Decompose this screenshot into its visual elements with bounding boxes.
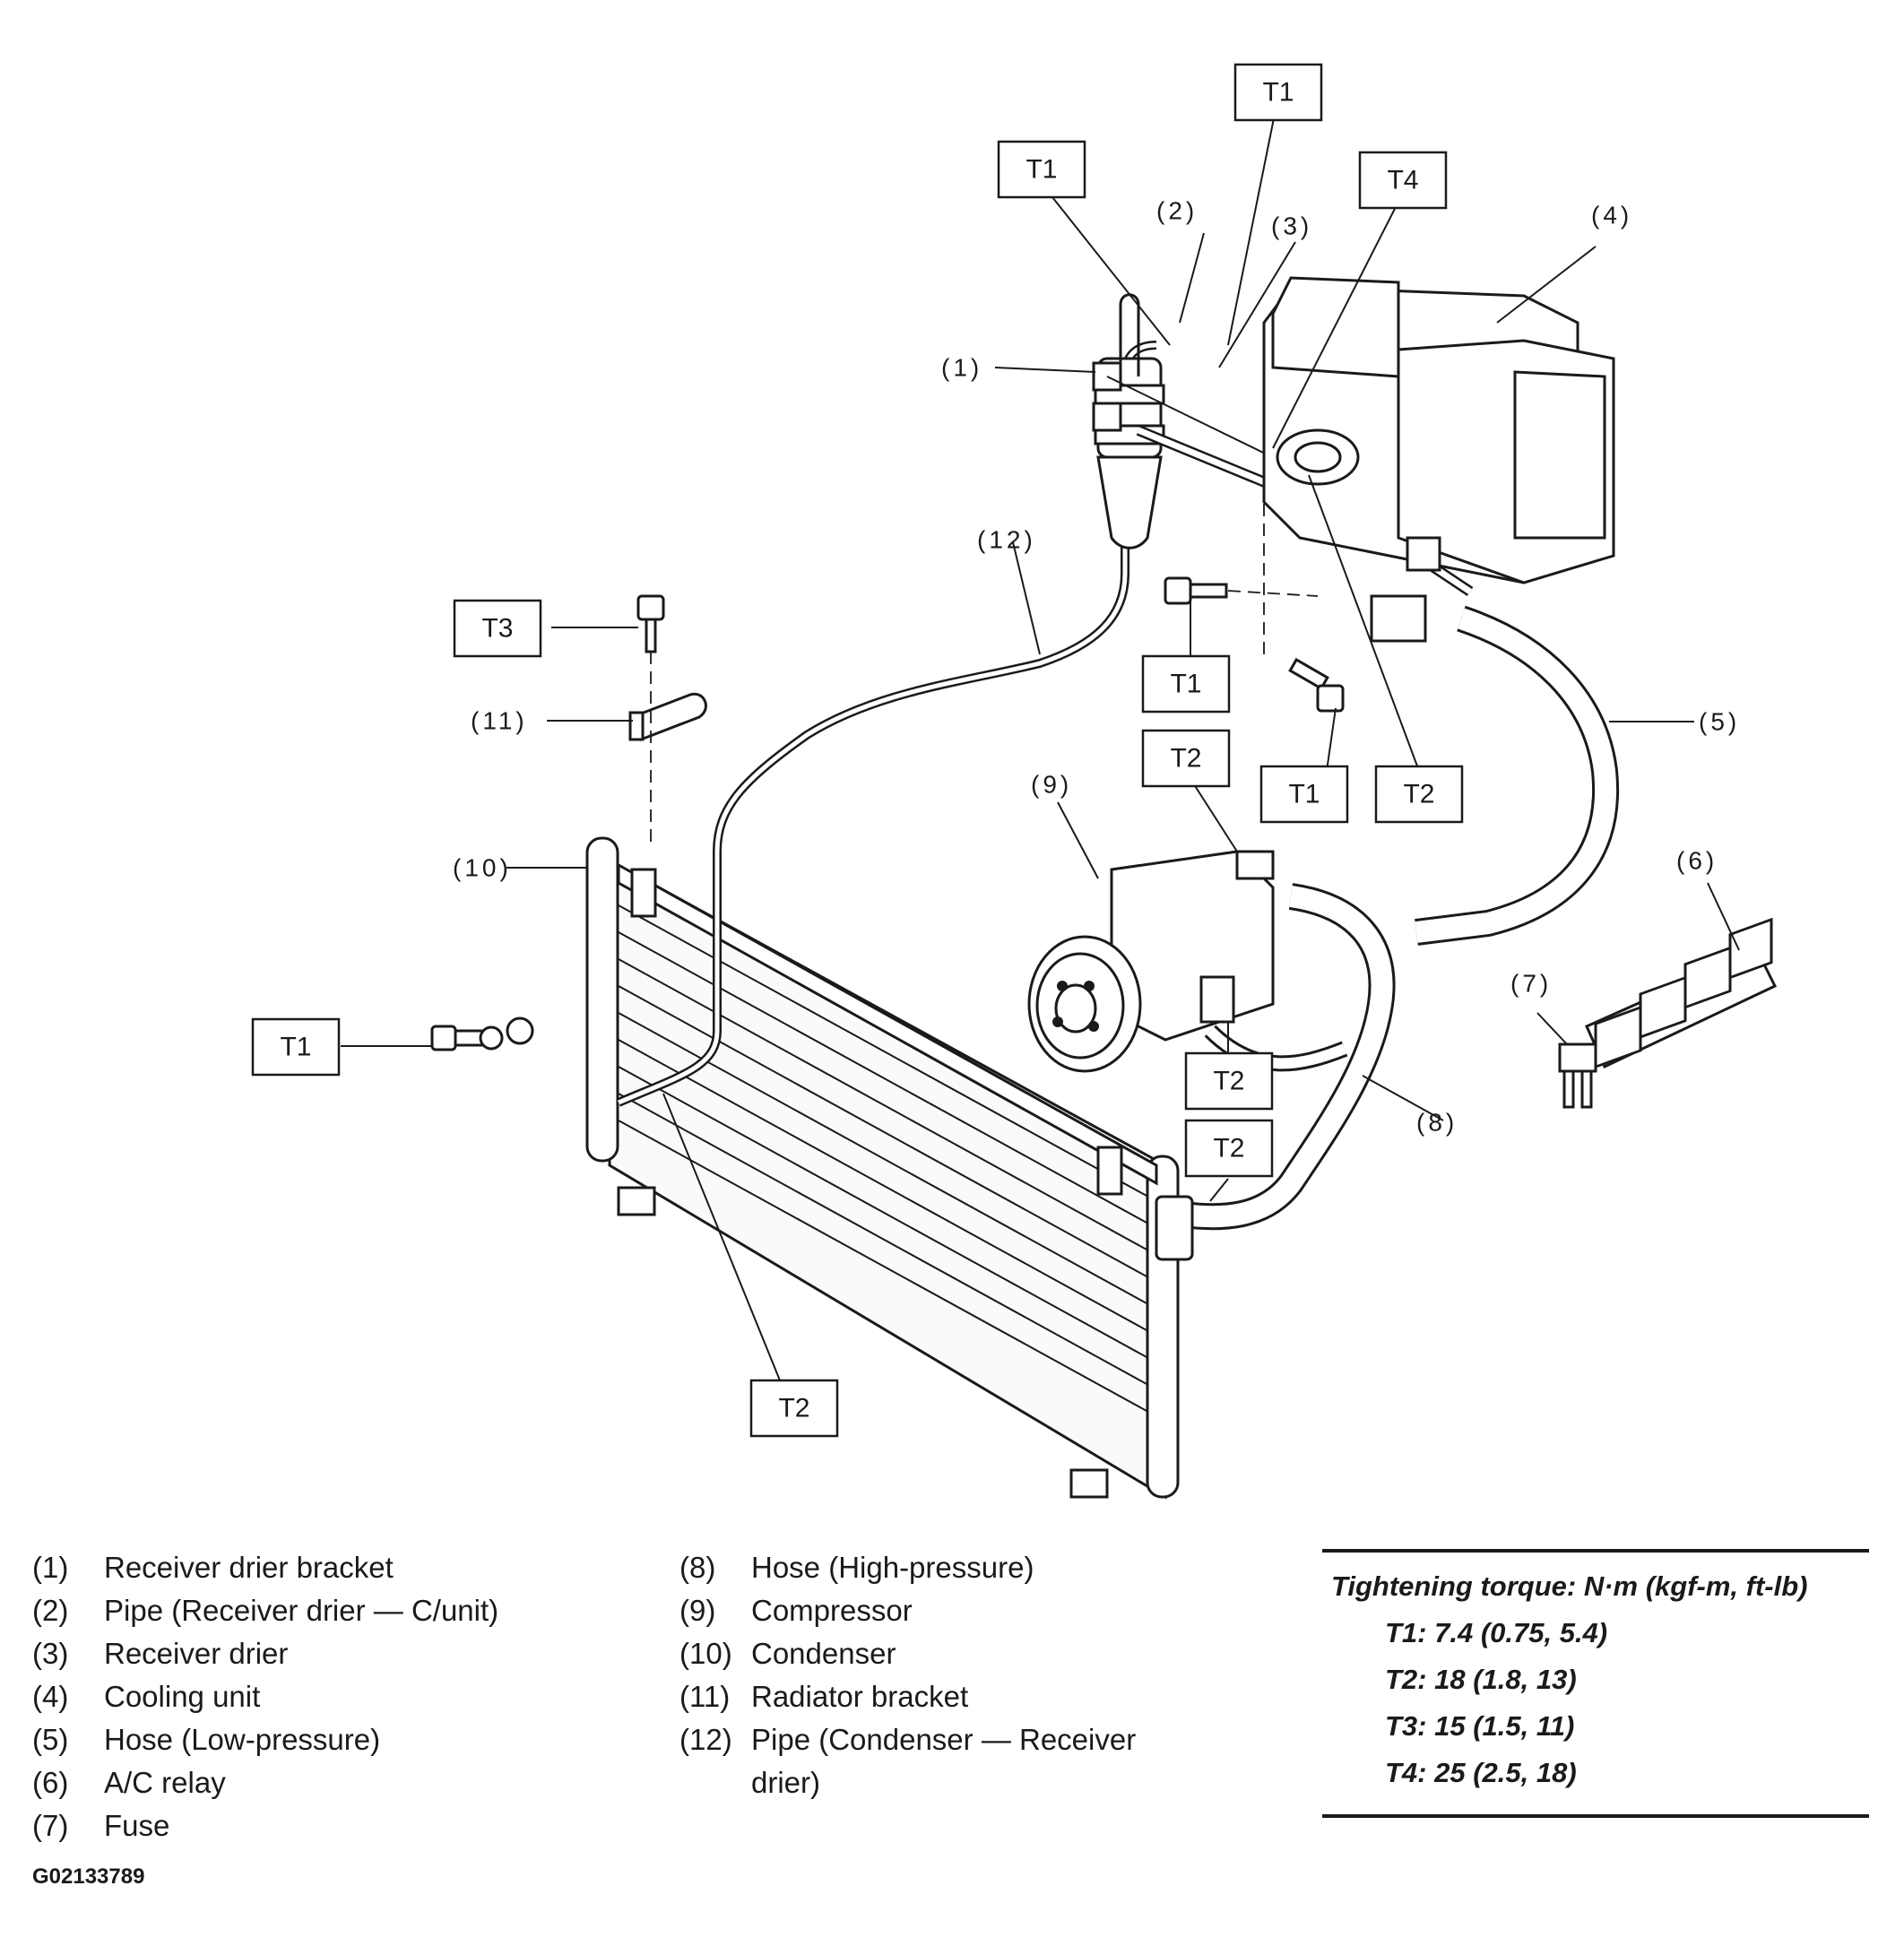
part-number-5: (5) <box>1699 708 1740 736</box>
legend-item: (6)A/C relay <box>32 1766 226 1799</box>
ac-system-diagram: T1 T1 T4 T3 T1 T2 T1 T2 T1 T2 T2 T2 <box>251 63 1778 1500</box>
callout-t2-hose: T2 <box>1184 1119 1274 1178</box>
legend-item: (11)Radiator bracket <box>679 1680 969 1713</box>
figure-code: G02133789 <box>32 1864 145 1889</box>
bolt-t1-cooling-a <box>1164 576 1228 605</box>
legend-item: (12)Pipe (Condenser — Receiver <box>679 1723 1137 1756</box>
legend-item: (5)Hose (Low-pressure) <box>32 1723 381 1756</box>
callout-t2-compressor-bottom: T2 <box>1184 1051 1274 1111</box>
svg-text:T1: T1 <box>1026 155 1057 185</box>
part-number-6: (6) <box>1676 847 1718 875</box>
legend-item: (3)Receiver drier <box>32 1637 289 1670</box>
callout-t2-compressor-top: T2 <box>1141 729 1231 788</box>
svg-text:T2: T2 <box>1213 1134 1244 1163</box>
svg-text:T4: T4 <box>1387 166 1418 195</box>
part-number-11: (11) <box>471 707 528 735</box>
legend-item: (4)Cooling unit <box>32 1680 261 1713</box>
part-number-4: (4) <box>1591 202 1632 229</box>
callout-t4: T4 <box>1358 151 1448 210</box>
cooling-unit <box>1262 276 1615 643</box>
bolt-t1-condenser <box>430 1016 534 1051</box>
receiver-drier-bracket <box>1092 361 1292 467</box>
svg-text:T1: T1 <box>1288 780 1320 809</box>
part-number-7: (7) <box>1510 970 1552 998</box>
part-number-3: (3) <box>1271 212 1312 240</box>
legend-item: (8)Hose (High-pressure) <box>679 1551 1034 1584</box>
part-number-9: (9) <box>1031 771 1072 799</box>
legend-item: (10)Condenser <box>679 1637 896 1670</box>
svg-text:T2: T2 <box>1170 744 1201 774</box>
legend-left: (1)Receiver drier bracket (2)Pipe (Recei… <box>32 1546 498 1847</box>
svg-text:T1: T1 <box>1262 78 1294 108</box>
condenser <box>585 836 1180 1500</box>
bolt-t1-cooling-b <box>1288 657 1345 713</box>
svg-text:T2: T2 <box>1403 780 1434 809</box>
fuse <box>1558 1042 1597 1109</box>
part-number-10: (10) <box>453 854 512 882</box>
compressor <box>1027 850 1275 1073</box>
part-number-1: (1) <box>941 354 982 382</box>
callout-t2-condenser: T2 <box>749 1379 839 1438</box>
torque-row: T4: 25 (2.5, 18) <box>1385 1757 1577 1788</box>
torque-row: T3: 15 (1.5, 11) <box>1385 1710 1575 1742</box>
callout-t1-cooling-a: T1 <box>1141 654 1231 714</box>
svg-text:T2: T2 <box>1213 1067 1244 1096</box>
svg-text:T1: T1 <box>1170 670 1201 699</box>
legend-item: (1)Receiver drier bracket <box>32 1551 394 1584</box>
callout-t1-condenser: T1 <box>251 1017 341 1077</box>
torque-title: Tightening torque: N·m (kgf-m, ft-lb) <box>1331 1570 1808 1602</box>
tightening-torque-table: Tightening torque: N·m (kgf-m, ft-lb) T1… <box>1322 1549 1869 1818</box>
bolt-t3 <box>636 594 665 653</box>
callout-t1-cooling-b: T1 <box>1259 765 1349 824</box>
part-number-12: (12) <box>977 526 1036 554</box>
legend-item: (2)Pipe (Receiver drier — C/unit) <box>32 1594 499 1627</box>
torque-row: T2: 18 (1.8, 13) <box>1385 1664 1577 1695</box>
ac-relay <box>1585 917 1778 1069</box>
callout-t2-cooling: T2 <box>1374 765 1464 824</box>
part-number-2: (2) <box>1156 197 1198 225</box>
legend-item: drier) <box>751 1766 821 1799</box>
svg-text:T2: T2 <box>778 1394 809 1423</box>
legend-item: (7)Fuse <box>32 1809 170 1842</box>
part-number-8: (8) <box>1416 1109 1458 1137</box>
svg-text:T1: T1 <box>280 1033 311 1062</box>
callout-t1-receiver: T1 <box>997 140 1086 199</box>
legend-item: (9)Compressor <box>679 1594 913 1627</box>
callout-t1-top: T1 <box>1233 63 1323 122</box>
radiator-bracket <box>628 692 707 741</box>
legend-right: (8)Hose (High-pressure) (9)Compressor (1… <box>679 1546 1136 1804</box>
svg-text:T3: T3 <box>481 614 513 644</box>
callout-t3: T3 <box>453 599 542 658</box>
torque-row: T1: 7.4 (0.75, 5.4) <box>1385 1617 1608 1648</box>
